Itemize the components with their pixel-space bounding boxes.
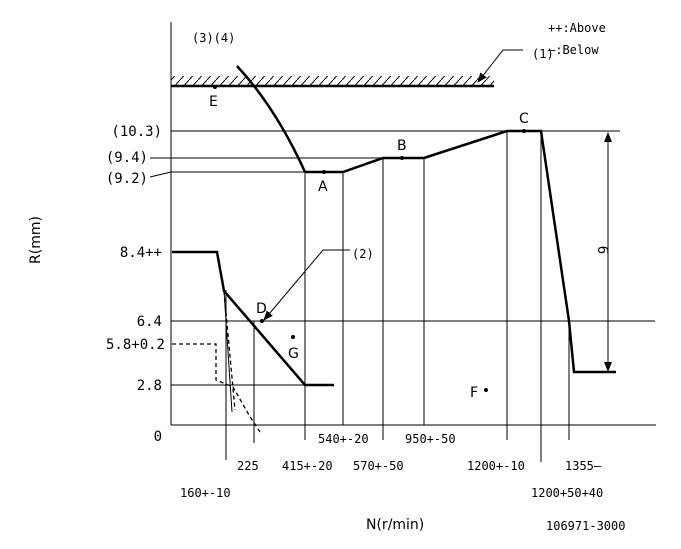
x-label-160: 160+-10 — [180, 486, 231, 500]
document-number: 106971-3000 — [546, 519, 625, 533]
point-f-label: F — [470, 385, 478, 401]
point-a-marker — [322, 170, 326, 174]
point-c-label: C — [519, 111, 529, 127]
point-d-label: D — [256, 301, 267, 317]
y-label-8-4: 8.4++ — [120, 245, 162, 261]
y-label-2-8: 2.8 — [137, 378, 162, 394]
callout-1: (1) — [532, 47, 554, 61]
lower-curve — [172, 250, 334, 387]
point-b-marker — [400, 156, 404, 160]
y-axis-title: R(mm) — [28, 216, 44, 264]
point-d-marker — [260, 319, 264, 323]
point-g-label: G — [288, 346, 299, 362]
dimension-arrow-bottom — [604, 362, 612, 372]
x-label-225: 225 — [237, 459, 259, 473]
point-a-label: A — [318, 179, 328, 195]
callout-3-4: (3)(4) — [192, 31, 235, 45]
point-e-label: E — [209, 94, 218, 110]
x-label-570: 570+-50 — [353, 459, 404, 473]
legend-above: ++:Above — [548, 21, 606, 35]
point-f-marker — [484, 388, 488, 392]
point-b-label: B — [397, 138, 407, 154]
origin-label: 0 — [154, 429, 162, 445]
point-e-marker — [213, 85, 217, 89]
dimension-arrow-top — [604, 132, 612, 142]
y-label-5-8: 5.8+0.2 — [106, 337, 165, 353]
curve-3-4 — [236, 65, 307, 173]
x-label-415: 415+-20 — [282, 459, 333, 473]
callout-1-leader — [477, 49, 523, 83]
x-axis-title: N(r/min) — [366, 517, 424, 533]
x-label-1355: 1355— — [565, 459, 602, 473]
callout-2-leader — [263, 249, 350, 321]
dimension-label: 6 — [594, 246, 610, 254]
y-label-9-4: (9.4) — [106, 150, 148, 166]
dashed-curve — [172, 343, 261, 433]
y-label-6-4: 6.4 — [137, 314, 162, 330]
x-label-950: 950+-50 — [405, 432, 456, 446]
y-label-10-3: (10.3) — [111, 124, 162, 140]
x-label-1200b: 1200+50+40 — [531, 486, 603, 500]
point-g-marker — [291, 335, 295, 339]
point-c-marker — [522, 129, 526, 133]
x-label-540: 540+-20 — [318, 432, 369, 446]
stopper-hatching — [171, 76, 494, 86]
lower-curve-branch — [223, 290, 233, 413]
y-label-9-2: (9.2) — [106, 171, 148, 187]
callout-2: (2) — [352, 247, 374, 261]
legend-below: —:Below — [548, 43, 599, 57]
y-tick-9-2 — [149, 171, 172, 178]
x-label-1200a: 1200+-10 — [467, 459, 525, 473]
dashed-curve-branch — [223, 290, 236, 411]
main-curve — [305, 129, 616, 374]
